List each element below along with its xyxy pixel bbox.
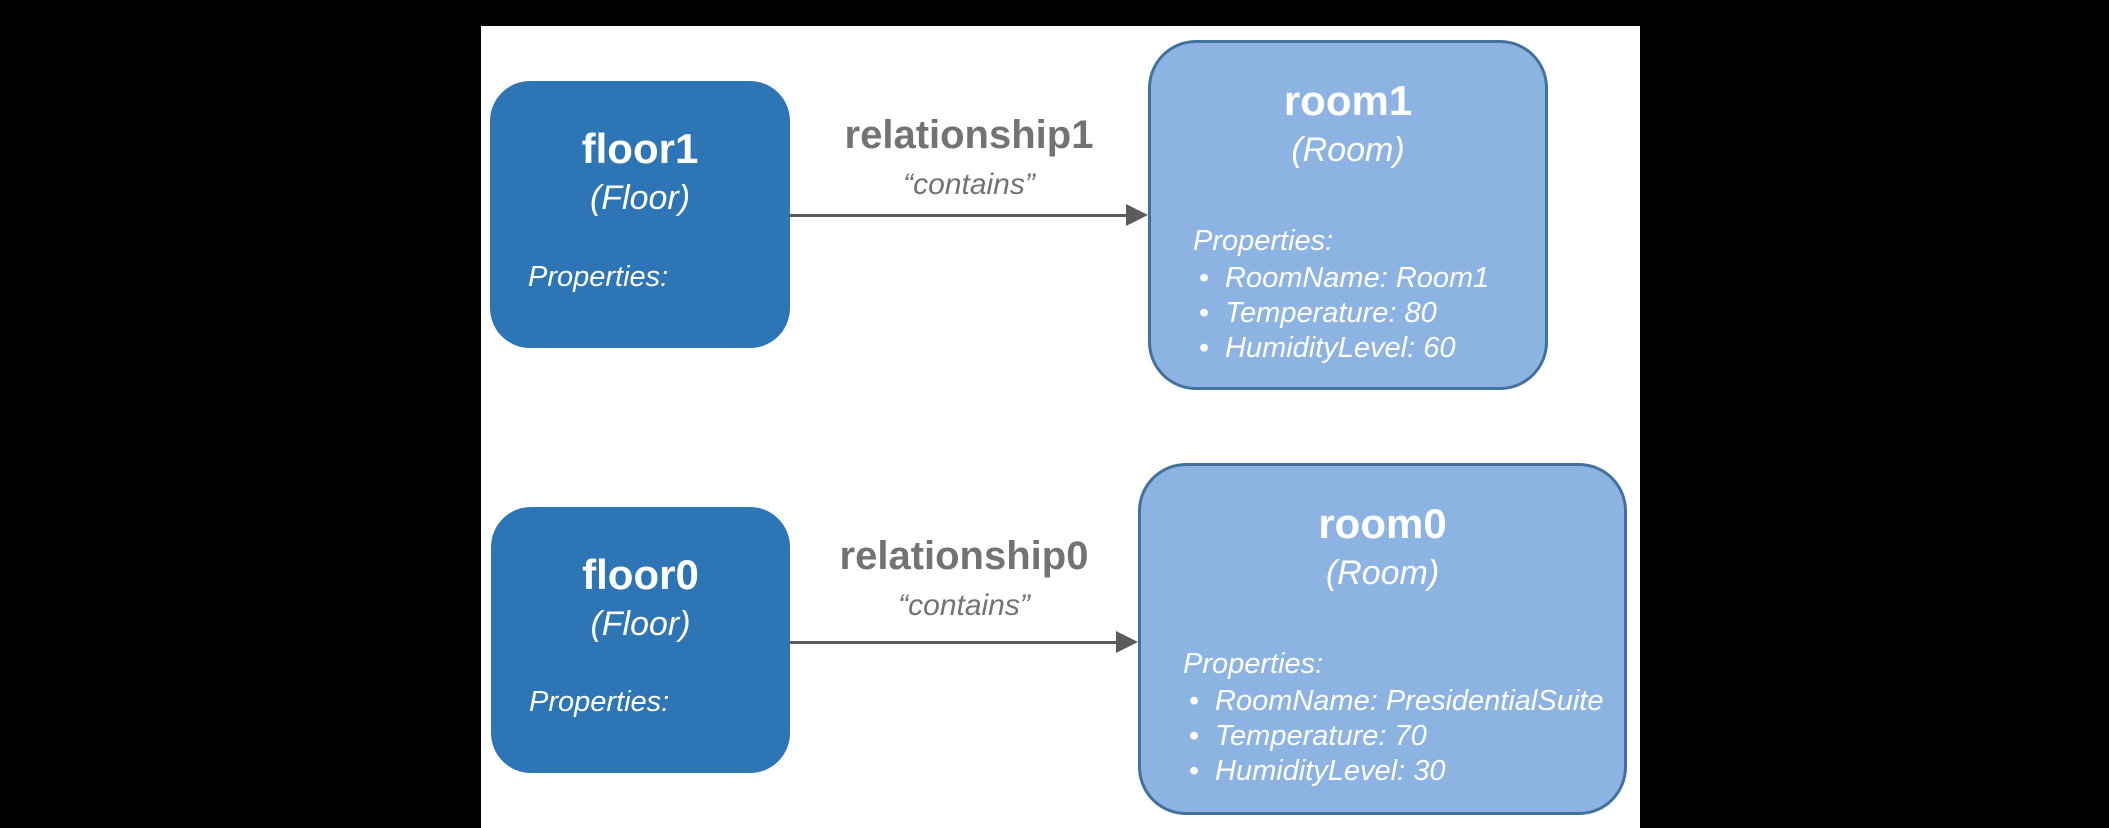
property-item: HumidityLevel: 60 (1193, 331, 1525, 366)
properties-section: Properties: (491, 685, 790, 737)
property-item: RoomName: PresidentialSuite (1183, 684, 1604, 719)
slide-canvas: floor1 (Floor) Properties: relationship1… (481, 26, 1640, 828)
twin-node-room1: room1 (Room) Properties: RoomName: Room1… (1148, 40, 1548, 390)
properties-list: RoomName: Room1 Temperature: 80 Humidity… (1193, 261, 1525, 366)
properties-label: Properties: (529, 686, 670, 718)
node-title: floor1 (581, 125, 699, 172)
properties-label: Properties: (1183, 648, 1324, 680)
property-item: Temperature: 80 (1193, 296, 1525, 331)
relationship-verb: “contains” (898, 589, 1030, 622)
twin-node-floor0: floor0 (Floor) Properties: (491, 507, 790, 773)
property-item: RoomName: Room1 (1193, 261, 1525, 296)
property-item: HumidityLevel: 30 (1183, 754, 1604, 789)
properties-label: Properties: (528, 261, 669, 293)
relationship-verb: “contains” (903, 168, 1035, 201)
arrow-line (790, 641, 1118, 644)
node-title: room0 (1318, 500, 1447, 547)
arrow-head-icon (1116, 631, 1138, 653)
relationship-name: relationship0 (839, 534, 1089, 578)
node-type-label: (Room) (1325, 554, 1440, 592)
properties-section: Properties: RoomName: PresidentialSuite … (1141, 647, 1624, 789)
node-title: floor0 (582, 551, 699, 598)
relationship-group-1: relationship1 “contains” (790, 113, 1148, 202)
arrow-head-icon (1126, 204, 1148, 226)
relationship-arrow-0 (790, 631, 1138, 653)
twin-node-room0: room0 (Room) Properties: RoomName: Presi… (1138, 463, 1627, 815)
properties-list: RoomName: PresidentialSuite Temperature:… (1183, 684, 1604, 789)
relationship-arrow-1 (790, 204, 1148, 226)
node-type-label: (Floor) (590, 605, 691, 643)
node-type-label: (Floor) (589, 179, 691, 217)
properties-label: Properties: (1193, 225, 1334, 257)
arrow-line (790, 214, 1128, 217)
properties-section: Properties: (490, 260, 790, 312)
property-item: Temperature: 70 (1183, 719, 1604, 754)
node-type-label: (Room) (1291, 131, 1405, 169)
properties-section: Properties: RoomName: Room1 Temperature:… (1151, 224, 1545, 366)
relationship-name: relationship1 (844, 113, 1094, 157)
twin-node-floor1: floor1 (Floor) Properties: (490, 81, 790, 348)
relationship-group-0: relationship0 “contains” (790, 534, 1138, 623)
node-title: room1 (1283, 77, 1413, 124)
